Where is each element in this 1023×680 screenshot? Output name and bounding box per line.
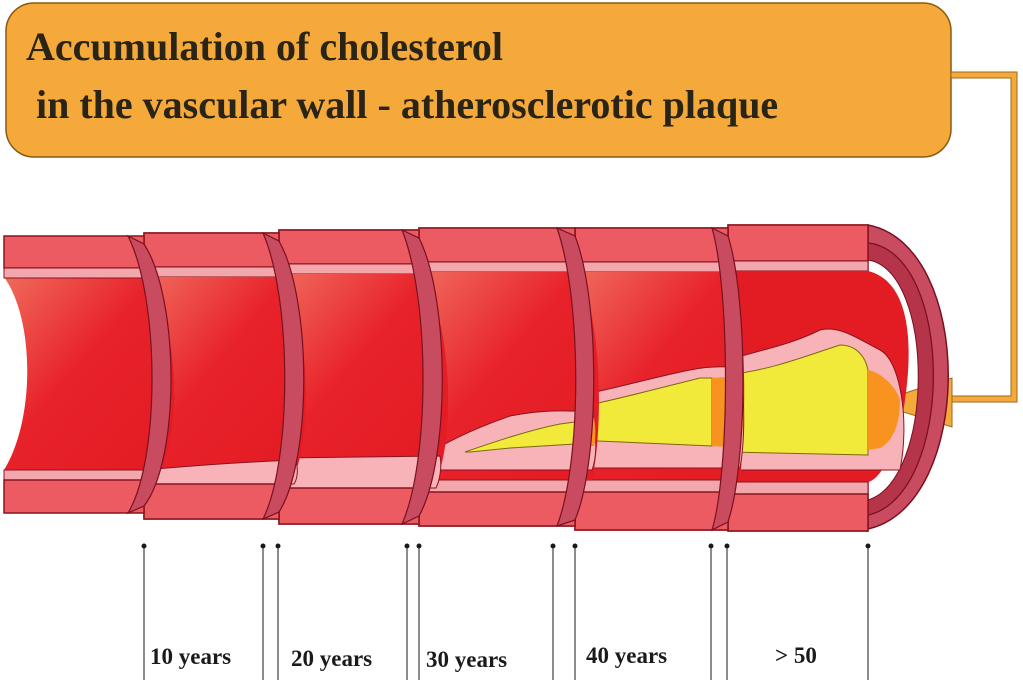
- bracket-4: 40 years: [572, 543, 714, 680]
- segment-3-top-intima: [418, 261, 576, 273]
- vessel-segment-0: [3, 234, 175, 515]
- vessel-segment-3: [418, 226, 599, 527]
- bracket-2-frame: [277, 546, 408, 680]
- segment-3-bottom-intima: [418, 479, 576, 493]
- vessel-segment-5: [727, 224, 949, 532]
- connector-line: [950, 71, 1018, 403]
- segment-3-cut-edge: [555, 226, 595, 527]
- segment-4-bottom-intima: [574, 479, 729, 493]
- vessel-segment-1: [143, 231, 306, 521]
- bracket-1: 10 years: [141, 543, 266, 680]
- bracket-5: > 50: [724, 543, 871, 680]
- segment-4-top-band: [574, 227, 729, 263]
- segment-0-top-intima: [3, 267, 145, 279]
- bracket-2: 20 years: [275, 543, 410, 680]
- title-callout: Accumulation of cholesterol in the vascu…: [5, 2, 952, 158]
- segment-4-top-intima: [574, 261, 729, 273]
- segment-0-cut-edge: [126, 234, 172, 515]
- segment-5-top-band: [727, 224, 869, 262]
- segment-2-lumen: [279, 274, 449, 470]
- bracket-5-frame: [726, 546, 869, 680]
- title-line-1: Accumulation of cholesterol: [26, 24, 503, 69]
- vessel-segment-4: [574, 226, 745, 532]
- segment-2-top-intima: [278, 263, 420, 275]
- segment-0-lumen: [4, 277, 175, 470]
- segment-1-cut-edge: [261, 231, 305, 521]
- segment-3-lipid-core: [464, 421, 576, 453]
- segment-3-bottom-band: [418, 491, 576, 527]
- bracket-1-frame: [143, 546, 264, 680]
- segment-1-top-intima: [143, 266, 280, 278]
- segment-0-top-band: [3, 235, 145, 269]
- segment-1-bottom-band: [143, 483, 280, 520]
- segment-3-top-band: [418, 227, 576, 263]
- stage-label-2: 20 years: [291, 646, 372, 671]
- bracket-4-frame: [574, 546, 712, 680]
- stage-label-1: 10 years: [150, 644, 231, 669]
- age-brackets: 10 years 20 years 30 years 40 years > 50: [141, 543, 871, 680]
- segment-2-cut-edge: [400, 228, 443, 526]
- segment-1-top-band: [143, 232, 280, 268]
- stage-label-5: > 50: [775, 643, 817, 668]
- title-box: [5, 2, 952, 158]
- bracket-3: 30 years: [416, 543, 556, 680]
- segment-5-bottom-band: [727, 493, 869, 532]
- stage-label-3: 30 years: [426, 647, 507, 672]
- segment-1-lumen: [144, 277, 306, 470]
- segment-2-bottom-band: [278, 487, 420, 525]
- title-line-2: in the vascular wall - atherosclerotic p…: [36, 82, 778, 127]
- bracket-3-frame: [418, 546, 554, 680]
- segment-0-bottom-band: [3, 479, 145, 514]
- segment-2-intima-plaque: [278, 455, 442, 489]
- segment-0-bottom-intima: [3, 469, 145, 481]
- segment-5-lipid-core: [727, 344, 869, 456]
- segment-2-top-band: [278, 229, 420, 265]
- segment-5-top-intima: [727, 260, 869, 272]
- segment-4-cut-edge: [711, 226, 744, 532]
- segment-4-bottom-band: [574, 491, 729, 531]
- segment-5-bottom-intima: [727, 481, 869, 495]
- segment-5-plaque-cap: [868, 370, 900, 450]
- stage-label-4: 40 years: [586, 643, 667, 668]
